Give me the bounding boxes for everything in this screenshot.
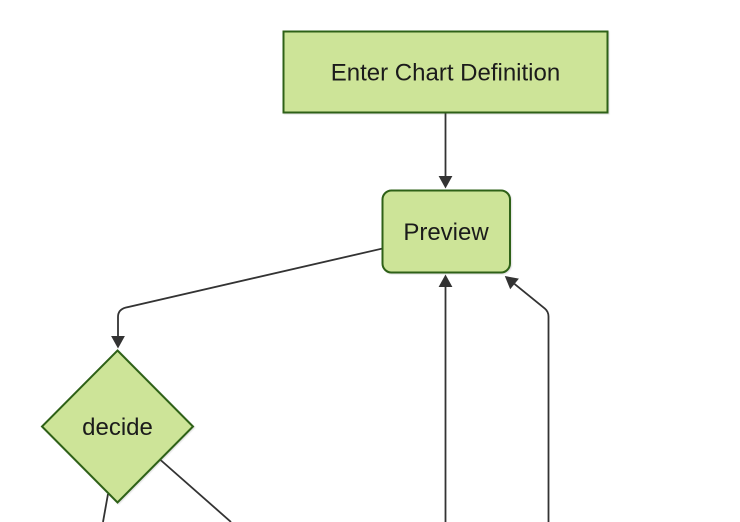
- node-decide: decide: [40, 349, 195, 504]
- enter-chart-definition-label: Enter Chart Definition: [331, 60, 560, 87]
- arrowhead-enter-to-preview: [438, 176, 453, 189]
- decide-diamond: [40, 349, 195, 504]
- arrowhead-bottomright-to-preview: [504, 276, 519, 290]
- enter-chart-definition-box: [282, 30, 609, 114]
- arrowhead-bottom-to-preview: [438, 274, 453, 287]
- edge-preview-to-decide: [117, 247, 383, 337]
- node-enter-chart-definition: Enter Chart Definition: [282, 30, 609, 114]
- node-preview: Preview: [381, 189, 511, 274]
- preview-label: Preview: [403, 219, 489, 246]
- edge-decide-to-offscreen-left: [102, 493, 109, 522]
- edge-bottomright-to-preview: [513, 283, 550, 522]
- preview-box: [381, 189, 511, 274]
- edge-layer: [102, 112, 550, 522]
- arrowhead-preview-to-decide: [111, 336, 125, 349]
- edge-decide-to-offscreen-right: [159, 458, 232, 522]
- decide-label: decide: [82, 414, 153, 441]
